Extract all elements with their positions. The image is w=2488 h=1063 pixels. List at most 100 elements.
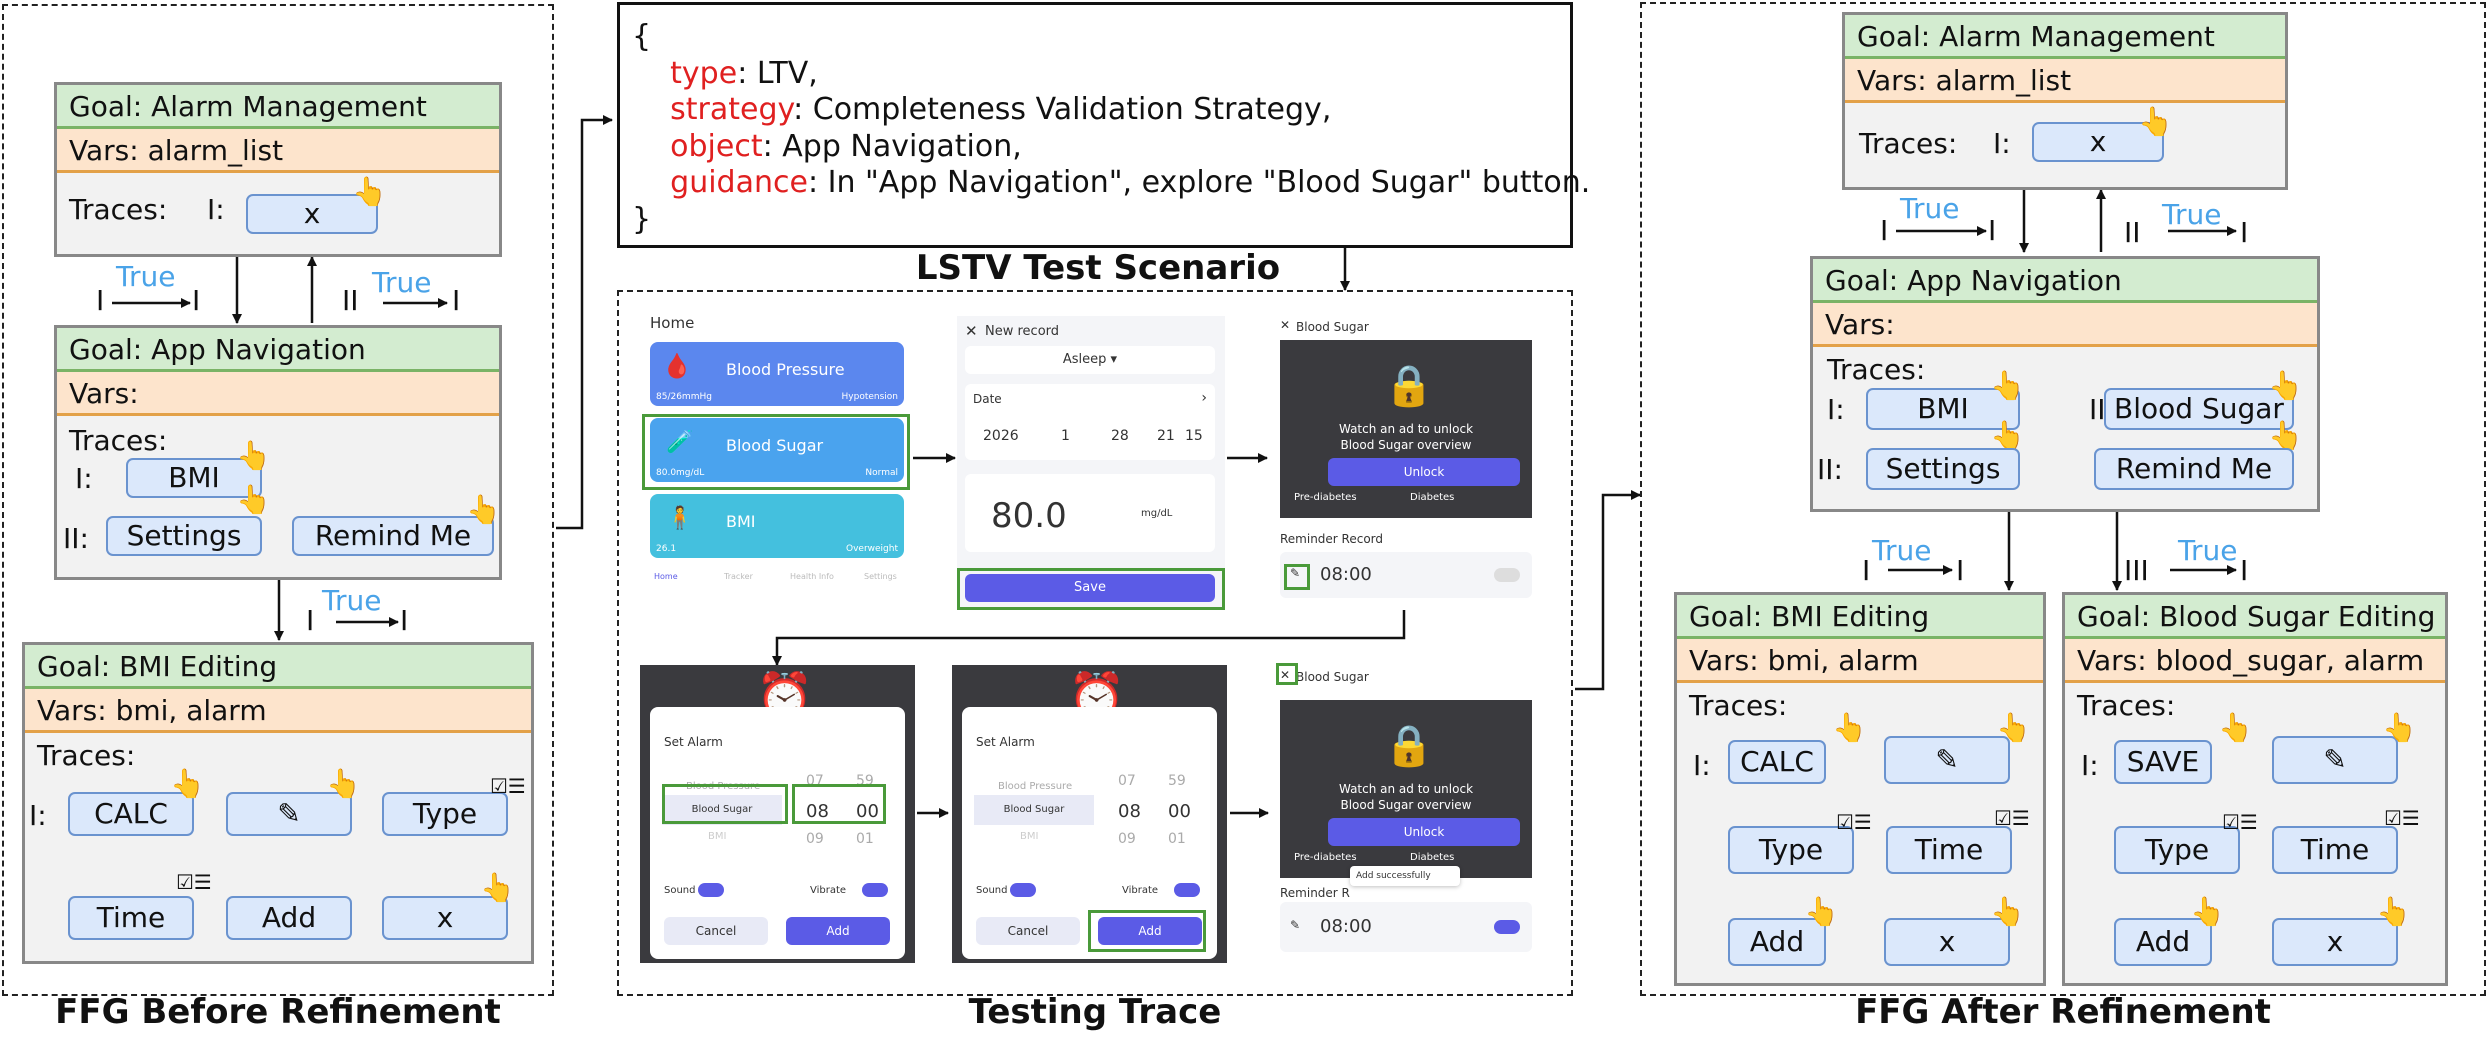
key-type: type xyxy=(670,55,738,91)
sound-toggle[interactable] xyxy=(1010,883,1036,897)
reminder-row[interactable]: ✎ 08:00 xyxy=(1280,552,1532,598)
bmi-button[interactable]: BMI xyxy=(126,458,262,498)
save-button[interactable]: SAVE xyxy=(2114,740,2212,784)
x-button[interactable]: x xyxy=(2032,122,2164,162)
cancel-button[interactable]: Cancel xyxy=(976,917,1080,945)
settings-button[interactable]: Settings xyxy=(106,516,262,556)
remind-me-button[interactable]: Remind Me xyxy=(292,516,494,556)
unlock-button[interactable]: Unlock xyxy=(1328,458,1520,486)
time-button[interactable]: Time xyxy=(2272,826,2398,874)
minute-selected[interactable]: 00 xyxy=(856,801,879,822)
add-button[interactable]: Add xyxy=(1728,918,1826,966)
time-button[interactable]: Time xyxy=(68,896,194,940)
sound-label: Sound xyxy=(976,885,1008,896)
state-select[interactable]: Asleep ▾ xyxy=(965,346,1215,374)
card-tag: Overweight xyxy=(846,544,898,554)
true-label: True xyxy=(2162,198,2222,231)
calc-button[interactable]: CALC xyxy=(1728,740,1826,784)
edit-pencil-button[interactable]: ✎ xyxy=(2272,736,2398,784)
x-button[interactable]: x xyxy=(1884,918,2010,966)
type-button[interactable]: Type xyxy=(382,792,508,836)
add-button[interactable]: Add xyxy=(226,896,352,940)
option[interactable]: BMI xyxy=(708,831,727,842)
screen-home: Home 🩸 Blood Pressure 85/26mmHg Hypotens… xyxy=(640,310,912,610)
lock-icon: 🔒 xyxy=(1384,723,1434,769)
alarm-dialog: Set Alarm Blood Pressure Blood Sugar BMI… xyxy=(650,707,905,959)
caption-trace: Testing Trace xyxy=(968,992,1222,1032)
goal-alarm-right: Goal: Alarm Management Vars: alarm_list … xyxy=(1842,12,2288,190)
x-button[interactable]: x xyxy=(382,896,508,940)
edit-pencil-button[interactable]: ✎ xyxy=(1884,736,2010,784)
settings-button[interactable]: Settings xyxy=(1866,448,2020,490)
x-button[interactable]: x xyxy=(2272,918,2398,966)
save-button[interactable]: Save xyxy=(965,574,1215,602)
blood-sugar-button[interactable]: Blood Sugar xyxy=(2104,388,2294,430)
screen-blood-sugar-after: ✕ Blood Sugar 🔒 Watch an ad to unlock Bl… xyxy=(1272,664,1540,962)
close-icon[interactable]: ✕ xyxy=(1280,668,1291,682)
add-button[interactable]: Add xyxy=(2114,918,2212,966)
type-button[interactable]: Type xyxy=(1728,826,1854,874)
card-bmi[interactable]: 🧍 BMI 26.1 Overweight xyxy=(650,494,904,558)
hour-next[interactable]: 09 xyxy=(806,831,824,847)
option-selected[interactable]: Blood Sugar xyxy=(974,795,1094,825)
tab-settings[interactable]: Settings xyxy=(864,572,897,581)
screen-title: Blood Sugar xyxy=(1296,320,1369,334)
tab-tracker[interactable]: Tracker xyxy=(724,572,753,581)
option[interactable]: Blood Pressure xyxy=(998,781,1073,792)
bmi-button[interactable]: BMI xyxy=(1866,388,2020,430)
close-icon[interactable]: ✕ xyxy=(1280,318,1291,332)
pencil-icon: ✎ xyxy=(277,797,301,830)
cancel-button[interactable]: Cancel xyxy=(664,917,768,945)
vibrate-toggle[interactable] xyxy=(862,883,888,897)
x-button[interactable]: x xyxy=(246,194,378,234)
card-blood-sugar[interactable]: 🧪 Blood Sugar 80.0mg/dL Normal xyxy=(650,418,904,482)
val-object: : App Navigation, xyxy=(762,128,1022,164)
tap-hand-icon: 👆 xyxy=(352,175,387,208)
reminder-toggle[interactable] xyxy=(1494,568,1520,582)
traces-label: Traces: xyxy=(2077,689,2176,722)
hour-next[interactable]: 09 xyxy=(1118,831,1136,847)
add-button[interactable]: Add xyxy=(786,917,890,945)
date-card[interactable]: Date › 2026 1 28 21 15 xyxy=(965,384,1215,460)
tap-hand-icon: 👆 xyxy=(466,493,501,526)
unlock-button[interactable]: Unlock xyxy=(1328,818,1520,846)
edge-src: I xyxy=(96,284,105,317)
bottom-tab-bar: Home Tracker Health Info Settings xyxy=(640,572,912,606)
sound-toggle[interactable] xyxy=(698,883,724,897)
trace-id: II: xyxy=(1817,453,1843,486)
edge-dst: I xyxy=(1988,214,1997,247)
card-tag: Hypotension xyxy=(841,392,898,402)
checklist-icon: ☑☰ xyxy=(490,774,526,798)
pencil-icon[interactable]: ✎ xyxy=(1290,566,1301,580)
date-label: Date xyxy=(973,392,1002,406)
highlight-save xyxy=(957,568,1225,610)
tab-health-info[interactable]: Health Info xyxy=(790,572,834,581)
type-button[interactable]: Type xyxy=(2114,826,2240,874)
time-button[interactable]: Time xyxy=(1886,826,2012,874)
value-card[interactable]: 80.0 mg/dL xyxy=(965,474,1215,552)
hour-prev[interactable]: 07 xyxy=(1118,773,1136,789)
remind-me-button[interactable]: Remind Me xyxy=(2094,448,2294,490)
body-icon: 🧍 xyxy=(666,506,694,531)
pencil-icon[interactable]: ✎ xyxy=(1290,918,1301,932)
toast-text: Add successfully xyxy=(1356,871,1431,881)
hour-selected[interactable]: 08 xyxy=(1118,801,1141,822)
option-selected[interactable]: Blood Sugar xyxy=(662,795,782,825)
minute-prev[interactable]: 59 xyxy=(1168,773,1186,789)
key-guidance: guidance xyxy=(670,165,808,200)
tab-home[interactable]: Home xyxy=(654,572,678,581)
option[interactable]: BMI xyxy=(1020,831,1039,842)
close-icon[interactable]: ✕ xyxy=(965,322,978,340)
calc-button[interactable]: CALC xyxy=(68,792,194,836)
minute-next[interactable]: 01 xyxy=(1168,831,1186,847)
minute-selected[interactable]: 00 xyxy=(1168,801,1191,822)
edit-pencil-button[interactable]: ✎ xyxy=(226,792,352,836)
card-blood-pressure[interactable]: 🩸 Blood Pressure 85/26mmHg Hypotension xyxy=(650,342,904,406)
minute-next[interactable]: 01 xyxy=(856,831,874,847)
add-button[interactable]: Add xyxy=(1098,917,1202,945)
traces-label: Traces: xyxy=(1689,689,1788,722)
vibrate-toggle[interactable] xyxy=(1174,883,1200,897)
hour-selected[interactable]: 08 xyxy=(806,801,829,822)
reminder-toggle[interactable] xyxy=(1494,920,1520,934)
reminder-row[interactable]: ✎ 08:00 xyxy=(1280,902,1532,952)
